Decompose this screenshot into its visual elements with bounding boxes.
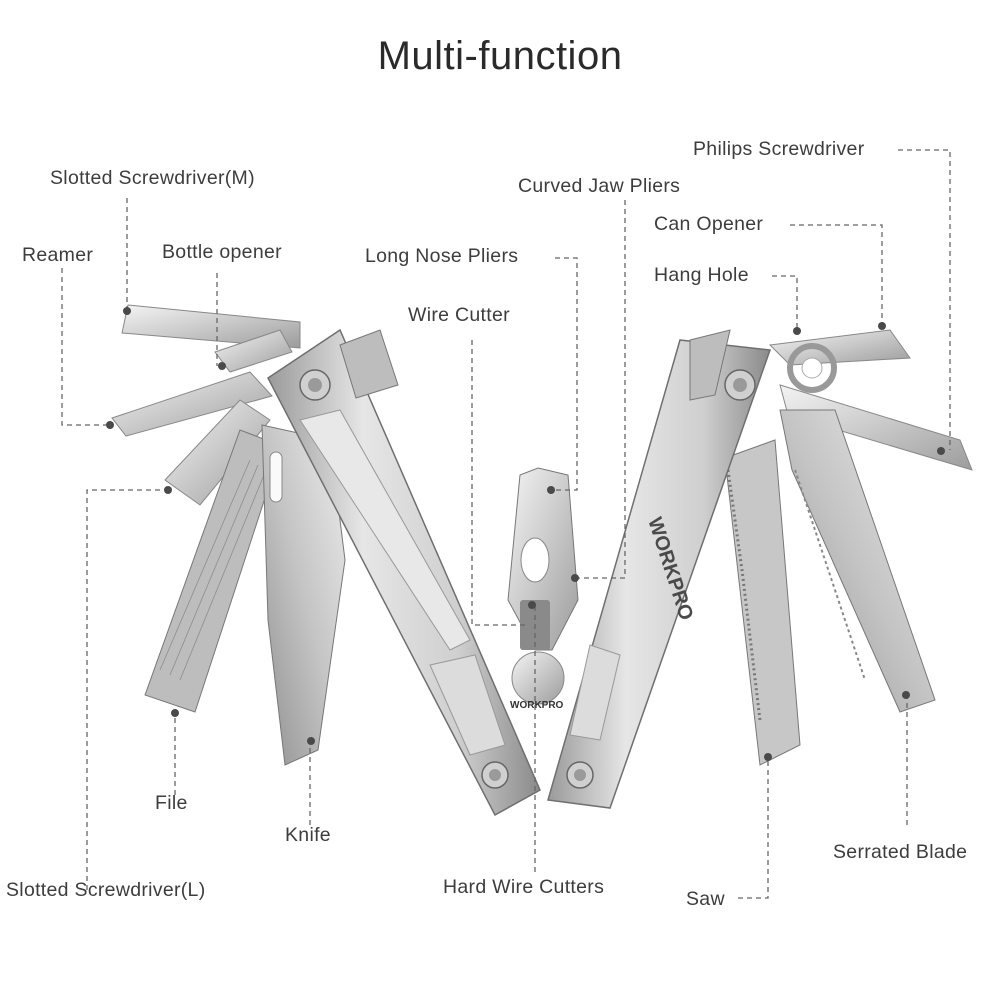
left-handle — [267, 328, 541, 817]
leader-can-opener — [790, 224, 883, 325]
label-slotted-screwdriver-m: Slotted Screwdriver(M) — [50, 167, 255, 189]
label-file: File — [155, 792, 188, 814]
leader-dots — [106, 307, 945, 761]
label-hard-wire-cutters: Hard Wire Cutters — [443, 876, 605, 898]
leader-philips — [898, 149, 951, 450]
slotted-screwdriver-m-tool — [121, 304, 301, 349]
label-curved-jaw-pliers: Curved Jaw Pliers — [518, 175, 681, 197]
label-can-opener: Can Opener — [654, 213, 764, 235]
leader-curved-jaw — [578, 200, 626, 579]
label-reamer: Reamer — [22, 244, 94, 266]
right-handle: WORKPRO — [547, 329, 772, 809]
leader-reamer — [61, 268, 108, 426]
pliers-brand-text: WORKPRO — [510, 700, 564, 711]
label-philips-screwdriver: Philips Screwdriver — [693, 138, 865, 160]
leader-wire-cutter — [471, 340, 525, 626]
label-wire-cutter: Wire Cutter — [408, 304, 510, 326]
reamer-tool — [111, 371, 273, 437]
right-tools — [724, 329, 973, 766]
leader-saw — [738, 757, 769, 899]
left-tools — [111, 304, 346, 766]
slotted-screwdriver-l-tool — [164, 399, 271, 506]
label-long-nose-pliers: Long Nose Pliers — [365, 245, 519, 267]
label-saw: Saw — [686, 888, 725, 910]
pliers-head: WORKPRO — [507, 467, 579, 711]
page-title: Multi-function — [377, 34, 623, 78]
leader-hang-hole — [772, 275, 798, 330]
hang-hole-ring — [787, 343, 837, 393]
label-knife: Knife — [285, 824, 331, 846]
label-slotted-screwdriver-l: Slotted Screwdriver(L) — [6, 879, 206, 901]
leader-slotted-l — [86, 489, 166, 890]
can-opener-tool — [768, 329, 911, 366]
label-serrated-blade: Serrated Blade — [833, 841, 968, 863]
saw-tool — [724, 439, 801, 766]
label-bottle-opener: Bottle opener — [162, 241, 282, 263]
leader-long-nose — [553, 257, 578, 491]
label-hang-hole: Hang Hole — [654, 264, 749, 286]
philips-screwdriver-tool — [779, 384, 973, 471]
serrated-blade-tool — [779, 409, 936, 713]
file-texture — [159, 459, 267, 681]
leader-lines — [61, 149, 951, 899]
